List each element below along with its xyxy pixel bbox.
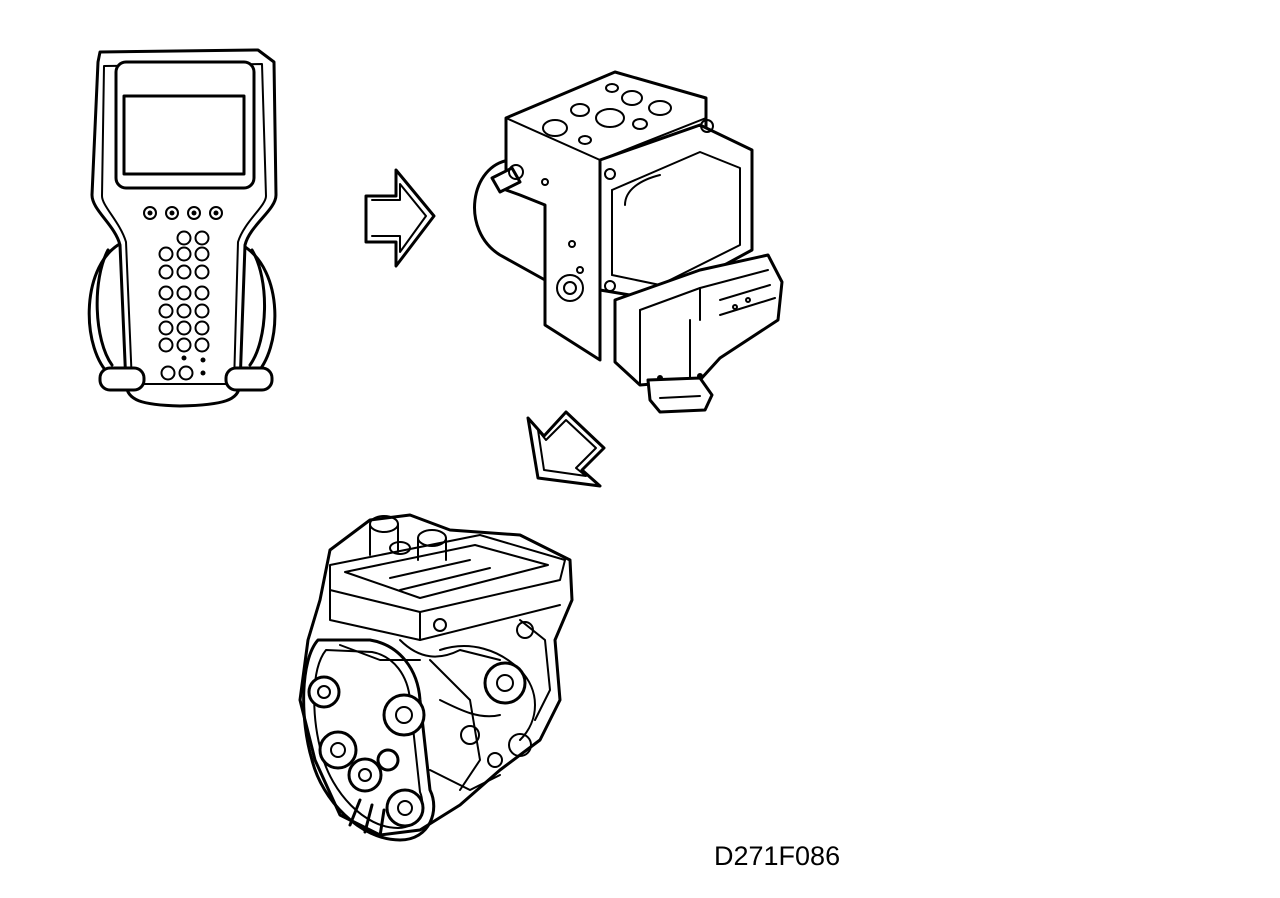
tool-keypad	[158, 230, 210, 381]
diagnostic-tool-illustration	[87, 48, 278, 408]
abs-module-illustration	[473, 70, 784, 414]
engine-illustration	[298, 513, 574, 842]
drawing-code-label: D271F086	[714, 841, 840, 871]
arrow-right-icon	[364, 168, 436, 268]
arrow-down-left-icon	[526, 410, 606, 488]
tool-knob-row	[143, 206, 223, 220]
